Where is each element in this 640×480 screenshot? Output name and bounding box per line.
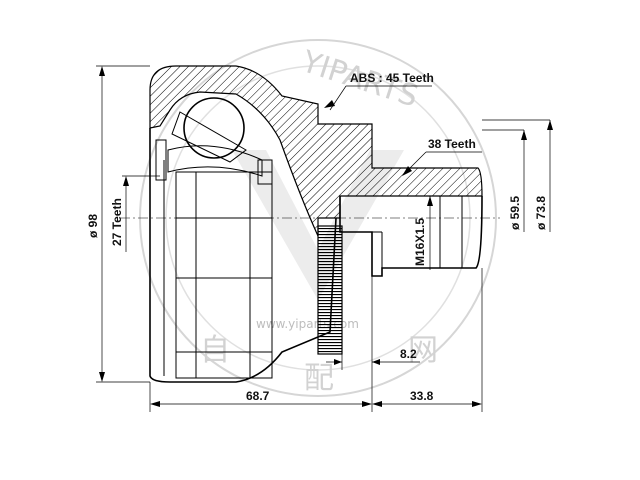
inner-teeth-label: 27 Teeth xyxy=(110,198,124,246)
stub-length-label: 33.8 xyxy=(410,389,434,403)
watermark-char-center: 配 xyxy=(304,361,334,396)
thread-label: M16X1.5 xyxy=(413,218,427,266)
watermark-char-left: 自 xyxy=(200,333,230,368)
abs-teeth-label: ABS : 45 Teeth xyxy=(350,71,434,85)
outer-diameter-label: ø 98 xyxy=(86,214,100,238)
abs-ring xyxy=(317,225,343,355)
body-length-label: 68.7 xyxy=(246,389,270,403)
outer-bell xyxy=(149,65,483,383)
stub-diameter-label: ø 59.5 xyxy=(508,196,522,230)
dimensions xyxy=(96,65,553,412)
stub-shaft xyxy=(339,195,483,277)
bell-section-hatch xyxy=(149,65,483,237)
flange-diameter-label: ø 73.8 xyxy=(534,196,548,230)
outer-teeth-label: 38 Teeth xyxy=(428,137,476,151)
watermark-url: www.yiparts.com xyxy=(256,317,359,331)
abs-offset-label: 8.2 xyxy=(400,347,417,361)
